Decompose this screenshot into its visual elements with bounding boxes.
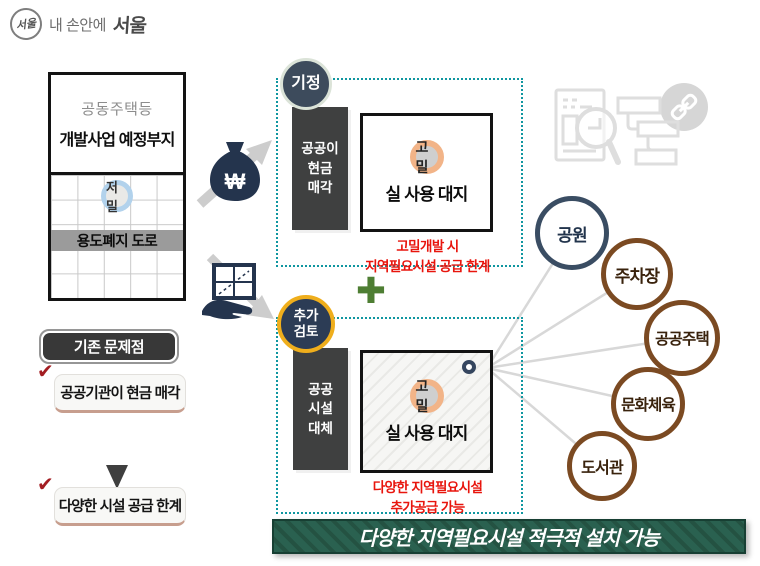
parcel-given: 고밀 실 사용 대지 — [360, 113, 493, 232]
density-high-circle: 고밀 — [409, 139, 444, 175]
logo-text-prefix: 내 손안에 — [49, 16, 106, 34]
facility-circle-park: 공원 — [535, 196, 609, 270]
hand-board-icon — [202, 253, 274, 320]
money-bag-icon: ₩ — [196, 140, 272, 208]
conclusion-banner: 다양한 지역필요시설 적극적 설치 가능 — [272, 519, 746, 554]
cash-sale-box: 공공이 현금 매각 — [292, 107, 348, 230]
site-box: 공동주택등 개발사업 예정부지 저밀 용도폐지 도로 — [48, 72, 186, 301]
won-symbol: ₩ — [225, 169, 246, 194]
facility-circle-public-housing: 공공주택 — [644, 300, 720, 376]
seoul-logo: 서울 내 손안에 서울 — [7, 5, 146, 43]
site-grid: 저밀 용도폐지 도로 — [51, 175, 183, 298]
badge-review: 추가 검토 — [277, 295, 335, 353]
problem-header: 기존 문제점 — [39, 329, 179, 364]
check-icon: ✔ — [37, 361, 54, 383]
problem-item: 공공기관이 현금 매각 — [54, 374, 186, 413]
problem-item: 다양한 시설 공급 한계 — [54, 487, 186, 526]
problem-header-label: 기존 문제점 — [43, 333, 175, 360]
down-arrow-icon — [106, 414, 128, 489]
caption-review: 다양한 지역필요시설 추가공급 가능 — [372, 480, 483, 516]
document-search-icon — [554, 88, 621, 165]
site-use-label: 실 사용 대지 — [385, 424, 468, 443]
site-box-header: 공동주택등 개발사업 예정부지 — [51, 75, 183, 175]
badge-given: 기정 — [280, 58, 332, 110]
caption-given: 고밀개발 시 지역필요시설 공급 한계 — [365, 239, 490, 275]
decommissioned-road-bar: 용도폐지 도로 — [51, 230, 183, 251]
plus-icon: ✚ — [355, 270, 387, 311]
sitemap-link-icon — [616, 83, 708, 166]
facility-replace-box: 공공 시설 대체 — [293, 348, 348, 470]
site-title-label: 개발사업 예정부지 — [59, 131, 175, 149]
facility-circle-culture-sports: 문화체육 — [611, 367, 685, 441]
site-use-label: 실 사용 대지 — [385, 185, 468, 204]
panel-given — [276, 78, 523, 267]
connector-ring-icon — [462, 360, 476, 374]
site-category-label: 공동주택등 — [81, 100, 153, 118]
parcel-review: 고밀 실 사용 대지 — [360, 350, 493, 473]
panel-review — [276, 317, 523, 514]
facility-circle-library: 도서관 — [567, 431, 637, 501]
check-icon: ✔ — [37, 474, 54, 496]
density-low-circle: 저밀 — [101, 180, 133, 214]
density-high-circle: 고밀 — [409, 378, 444, 414]
facility-circle-parking: 주차장 — [601, 238, 673, 310]
